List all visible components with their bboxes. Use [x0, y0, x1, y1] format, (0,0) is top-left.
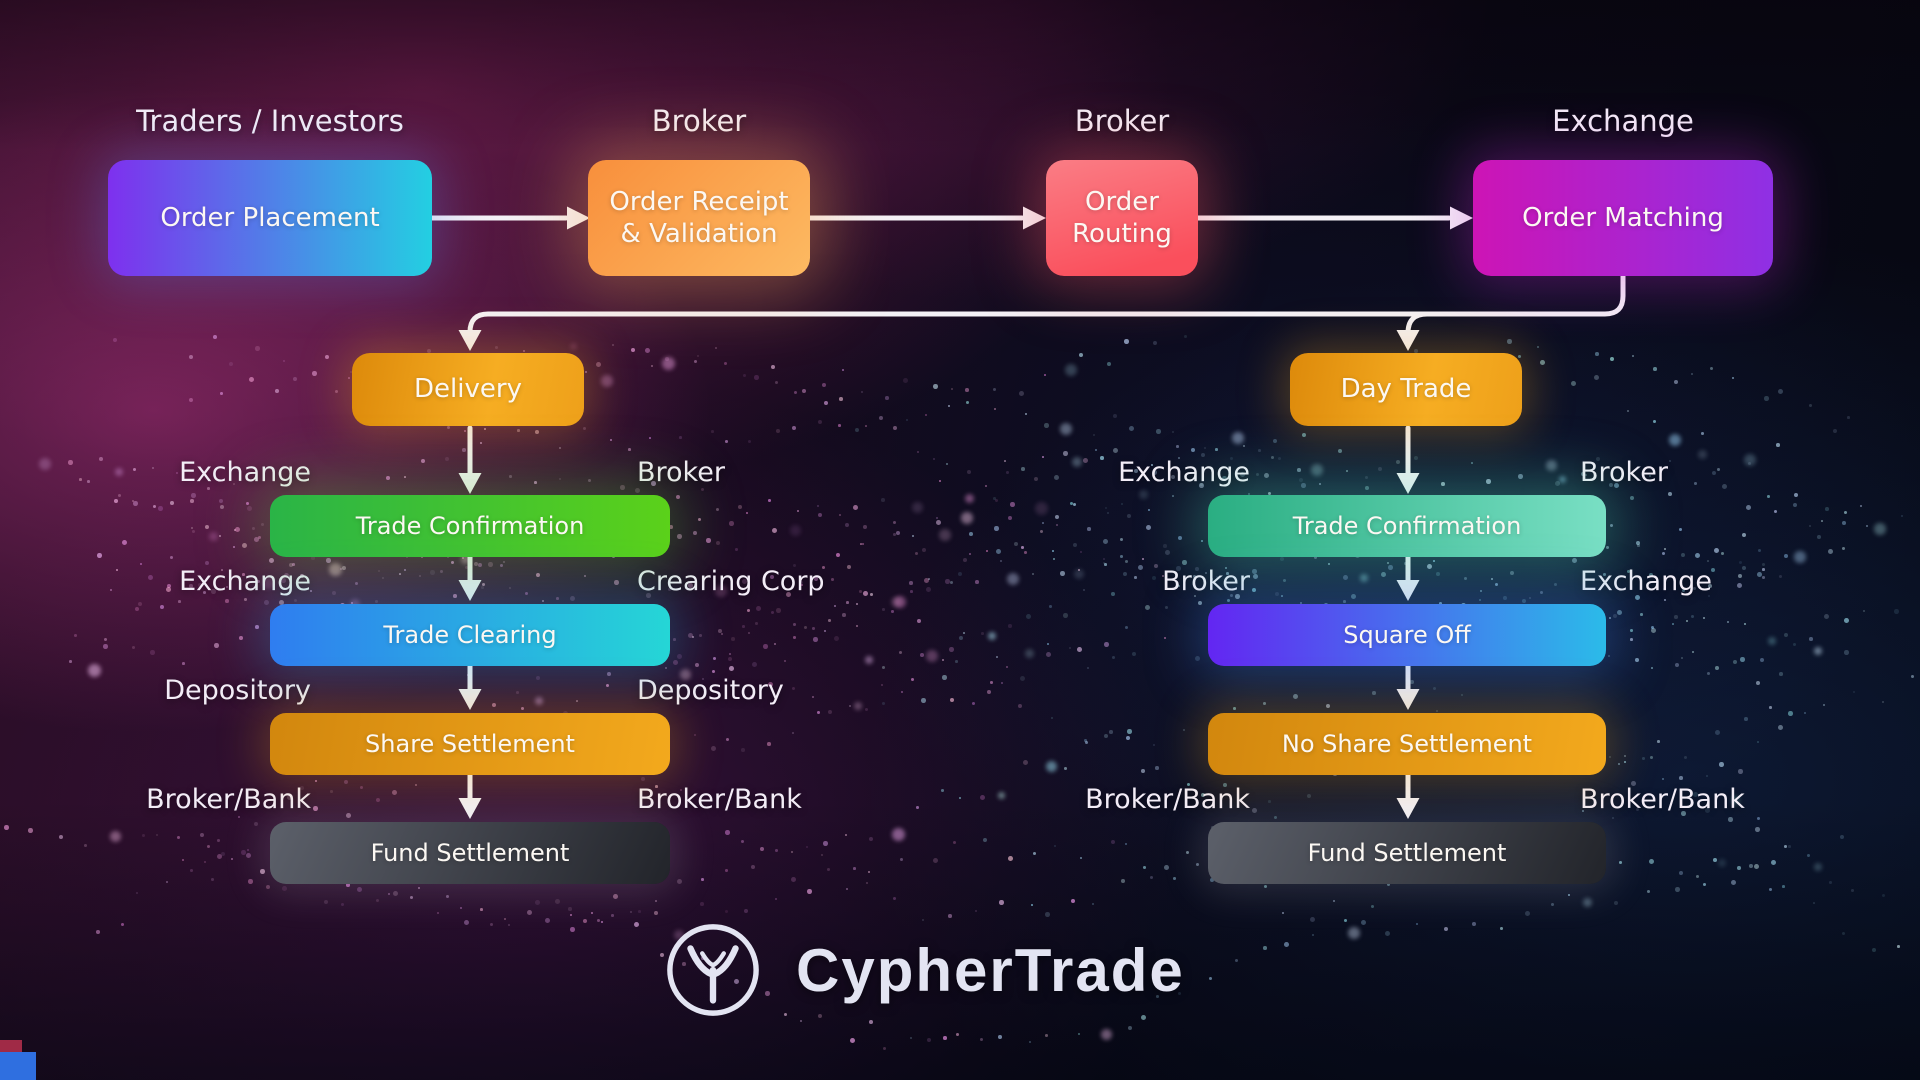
brand-logo: CypherTrade	[664, 920, 1185, 1020]
actor-label-exchange-matching: Exchange	[1552, 104, 1694, 138]
node-fund-settlement-daytrade: Fund Settlement	[1208, 822, 1606, 884]
actor-label-depository: Depository	[164, 675, 311, 706]
actor-label-broker-receipt: Broker	[651, 104, 747, 138]
actor-label-broker: Broker	[637, 457, 725, 488]
actor-label-broker: Broker	[1162, 566, 1250, 597]
node-day-trade: Day Trade	[1290, 353, 1522, 426]
actor-label-exchange: Exchange	[179, 457, 311, 488]
node-order-receipt-validation: Order Receipt & Validation	[588, 160, 810, 276]
node-trade-clearing: Trade Clearing	[270, 604, 670, 666]
node-no-share-settlement: No Share Settlement	[1208, 713, 1606, 775]
node-order-placement: Order Placement	[108, 160, 432, 276]
actor-label-broker-bank: Broker/Bank	[1580, 784, 1745, 815]
node-trade-confirmation-delivery: Trade Confirmation	[270, 495, 670, 557]
node-share-settlement: Share Settlement	[270, 713, 670, 775]
corner-accent-blue	[0, 1052, 36, 1080]
actor-label-broker-bank: Broker/Bank	[1085, 784, 1250, 815]
brand-name: CypherTrade	[796, 936, 1185, 1004]
actor-label-exchange: Exchange	[1580, 566, 1712, 597]
node-trade-confirmation-daytrade: Trade Confirmation	[1208, 495, 1606, 557]
actor-label-broker-bank: Broker/Bank	[637, 784, 802, 815]
actor-label-broker: Broker	[1580, 457, 1668, 488]
node-delivery: Delivery	[352, 353, 584, 426]
actor-label-exchange: Exchange	[1118, 457, 1250, 488]
node-order-routing: Order Routing	[1046, 160, 1198, 276]
corner-accent-red	[0, 1040, 22, 1054]
actor-label-exchange: Exchange	[179, 566, 311, 597]
actor-label-crearing-corp: Crearing Corp	[637, 566, 825, 597]
node-fund-settlement-delivery: Fund Settlement	[270, 822, 670, 884]
actor-label-broker-routing: Broker	[1074, 104, 1170, 138]
actor-label-broker-bank: Broker/Bank	[146, 784, 311, 815]
actor-label-depository: Depository	[637, 675, 784, 706]
node-order-matching: Order Matching	[1473, 160, 1773, 276]
cyphertrade-logo-icon	[667, 924, 759, 1016]
node-square-off: Square Off	[1208, 604, 1606, 666]
actor-label-traders-investors: Traders / Investors	[136, 104, 404, 138]
